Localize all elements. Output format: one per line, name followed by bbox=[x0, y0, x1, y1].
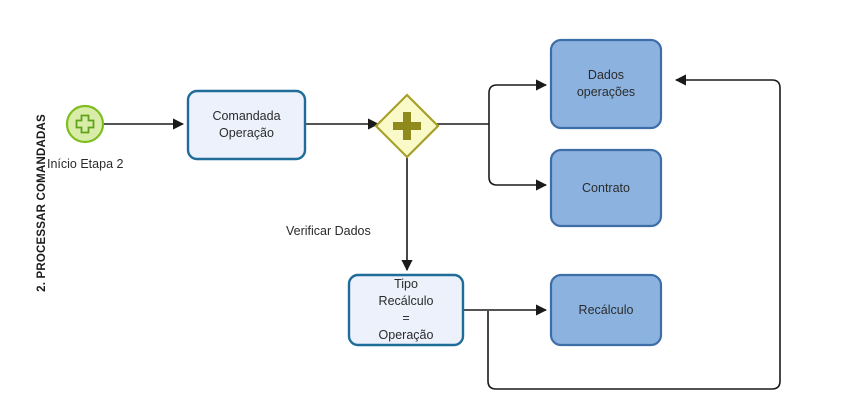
edge-recalculo-loop-to-dados-operacoes bbox=[487, 74, 781, 390]
start-event-inicio-etapa-2[interactable] bbox=[65, 104, 105, 144]
plus-circle-icon bbox=[75, 114, 95, 134]
gateway-parallel-verificar[interactable] bbox=[374, 93, 440, 159]
task-comandada-operacao[interactable] bbox=[186, 89, 307, 161]
edge-gateway-to-dados-operacoes bbox=[488, 79, 548, 124]
data-object-dados-operacoes[interactable] bbox=[549, 38, 663, 130]
data-object-recalculo-shape[interactable] bbox=[549, 273, 663, 347]
task-comandada-operacao-shape[interactable] bbox=[186, 89, 307, 161]
edge-gateway-to-contrato bbox=[488, 124, 548, 191]
data-object-contrato-shape[interactable] bbox=[549, 148, 663, 228]
task-tipo-recalculo-operacao[interactable] bbox=[347, 273, 465, 347]
task-tipo-recalculo-shape[interactable] bbox=[347, 273, 465, 347]
data-object-contrato[interactable] bbox=[549, 148, 663, 228]
start-event-circle[interactable] bbox=[65, 104, 105, 144]
data-object-recalculo[interactable] bbox=[549, 273, 663, 347]
data-object-dados-operacoes-shape[interactable] bbox=[549, 38, 663, 130]
start-event-label: Início Etapa 2 bbox=[47, 157, 124, 171]
plus-icon bbox=[393, 112, 421, 140]
edge-label-verificar-dados: Verificar Dados bbox=[286, 224, 371, 238]
